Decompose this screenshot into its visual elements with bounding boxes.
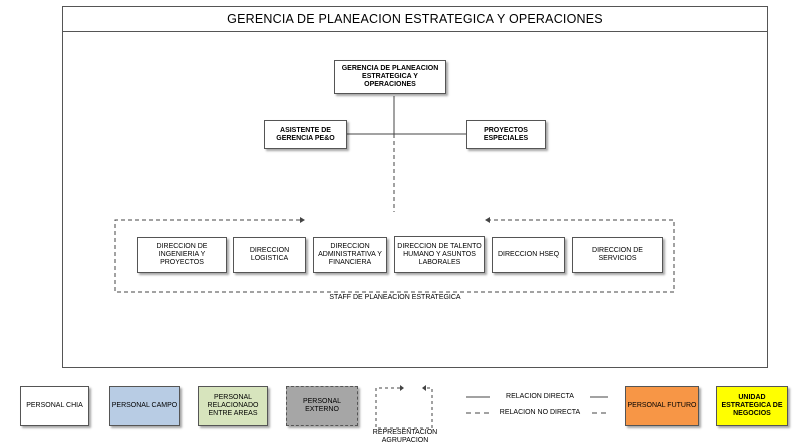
legend-personal-externo: PERSONAL EXTERNO	[286, 386, 358, 426]
staff-group-label: STAFF DE PLANEACION ESTRATEGICA	[329, 294, 461, 301]
node-proyectos-especiales: PROYECTOS ESPECIALES	[466, 120, 546, 149]
legend-personal-campo: PERSONAL CAMPO	[109, 386, 180, 426]
node-direccion-talento: DIRECCION DE TALENTO HUMANO Y ASUNTOS LA…	[394, 236, 485, 273]
node-direccion-logistica: DIRECCION LOGISTICA	[233, 237, 306, 273]
legend-personal-futuro: PERSONAL FUTURO	[625, 386, 699, 426]
legend-relacion-no-directa: RELACION NO DIRECTA	[490, 409, 590, 417]
legend-personal-chia: PERSONAL CHIA	[20, 386, 89, 426]
legend-personal-relacionado: PERSONAL RELACIONADO ENTRE AREAS	[198, 386, 268, 426]
legend-relacion-directa: RELACION DIRECTA	[490, 393, 590, 401]
legend-representacion-agrupacion: REPRESENTACION AGRUPACION	[372, 429, 438, 444]
node-gerencia: GERENCIA DE PLANEACION ESTRATEGICA Y OPE…	[334, 60, 446, 94]
chart-title: GERENCIA DE PLANEACION ESTRATEGICA Y OPE…	[62, 6, 768, 32]
legend-unidad-estrategica: UNIDAD ESTRATEGICA DE NEGOCIOS	[716, 386, 788, 426]
node-asistente: ASISTENTE DE GERENCIA PE&O	[264, 120, 347, 149]
node-direccion-hseq: DIRECCION HSEQ	[492, 237, 565, 273]
node-direccion-ingenieria: DIRECCION DE INGENIERIA Y PROYECTOS	[137, 237, 227, 273]
node-direccion-administrativa: DIRECCION ADMINISTRATIVA Y FINANCIERA	[313, 237, 387, 273]
node-direccion-servicios: DIRECCION DE SERVICIOS	[572, 237, 663, 273]
